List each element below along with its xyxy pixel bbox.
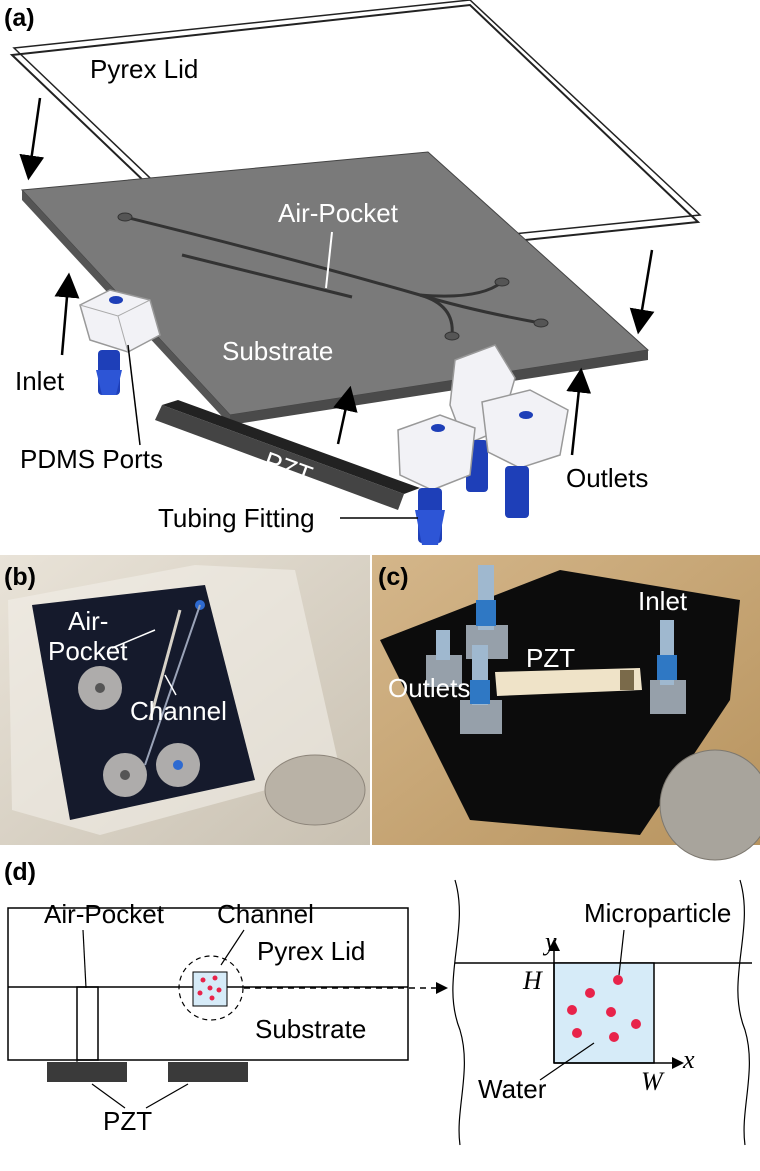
channel-b-label: Channel (130, 696, 227, 726)
magnified-view (452, 879, 752, 1146)
outlet-ports (397, 344, 569, 545)
pzt-d-label: PZT (103, 1106, 152, 1136)
outlets-label: Outlets (566, 463, 648, 493)
inlet-c-label: Inlet (638, 586, 688, 616)
channel-particles-small (197, 975, 222, 1001)
y-axis-label: y (542, 927, 557, 956)
pzt-bar-drawing (155, 400, 420, 510)
photo-c-coin (659, 749, 760, 861)
channel-d-label: Channel (217, 899, 314, 929)
pdms-ports-label: PDMS Ports (20, 444, 163, 474)
channel-zoom-circle (178, 955, 244, 1021)
pzt-d-leader-left (91, 1083, 126, 1109)
tubing-fitting-label: Tubing Fitting (158, 503, 315, 533)
inlet-arrow (54, 272, 80, 356)
photo-b-ports (78, 600, 205, 797)
microparticle-leader (618, 929, 625, 976)
air-pocket-b-line1: Air- (68, 606, 108, 636)
microparticles (567, 975, 641, 1042)
pyrex-lid-d-label: Pyrex Lid (257, 936, 365, 966)
air-pocket-d-label: Air-Pocket (44, 899, 165, 929)
width-label: W (641, 1067, 665, 1096)
inlet-port (79, 289, 161, 395)
pzt-d-leader-right (145, 1083, 189, 1109)
photo-c-pzt (495, 668, 642, 696)
panel-d: (d) Air-Pocket Channel Pyrex Lid Substra… (4, 858, 752, 1146)
photo-c-ports (426, 565, 686, 734)
water-label: Water (478, 1074, 547, 1104)
photo-b-coin (264, 754, 366, 826)
pdms-ports-leader (127, 344, 141, 446)
microparticle-label: Microparticle (584, 898, 731, 928)
air-pocket-b-leader (111, 629, 156, 649)
water-leader (539, 1042, 595, 1081)
panel-b-tag: (b) (4, 563, 36, 591)
air-pocket-cavity (76, 986, 99, 1061)
substrate-label: Substrate (222, 336, 333, 366)
lid-arrow-right (629, 249, 655, 335)
air-pocket-leader (325, 231, 333, 289)
substrate-d-label: Substrate (255, 1014, 366, 1044)
pzt-c-label: PZT (526, 643, 575, 673)
channel-b-leader (164, 674, 177, 696)
outlets-c-label: Outlets (388, 673, 470, 703)
air-pocket-label: Air-Pocket (278, 198, 399, 228)
outlet-arrow (566, 367, 592, 456)
channel-d-leader (220, 929, 245, 966)
panel-c-tag: (c) (378, 563, 409, 591)
height-label: H (522, 966, 543, 995)
air-pocket-d-leader (82, 929, 87, 989)
panel-a: (a) Pyrex Lid Air-Pocket Substrate (4, 0, 702, 545)
panel-a-tag: (a) (4, 4, 35, 32)
lid-arrow-left (19, 97, 45, 181)
air-pocket-b-line2: Pocket (48, 636, 128, 666)
panel-d-tag: (d) (4, 858, 36, 886)
inlet-label: Inlet (15, 366, 65, 396)
panel-b: (b) Air- Pocket Channel (0, 555, 370, 845)
pzt-element-right (168, 1062, 248, 1082)
pzt-element-left (47, 1062, 127, 1082)
panel-c: (c) Inlet PZT Outlets (372, 555, 760, 861)
pyrex-lid-label: Pyrex Lid (90, 54, 198, 84)
pzt-arrow (333, 385, 358, 445)
x-axis-label: x (682, 1045, 695, 1074)
